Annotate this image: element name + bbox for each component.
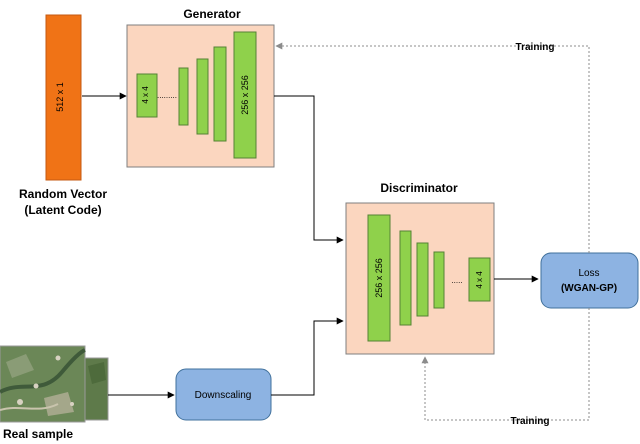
discriminator-title: Discriminator bbox=[380, 181, 458, 195]
discriminator-last-layer-label: 4 x 4 bbox=[475, 271, 484, 289]
latent-vector-caption-line1: Random Vector bbox=[19, 187, 107, 201]
loss-box bbox=[540, 252, 639, 309]
real-sample-caption: Real sample bbox=[3, 427, 73, 441]
generator-layers: 4 x 4 ......... 256 x 256 bbox=[136, 31, 257, 159]
training-label-bottom: Training bbox=[511, 416, 550, 427]
training-feedback-generator-arrow bbox=[275, 42, 590, 253]
latent-vector-bar: 512 x 1 bbox=[45, 14, 82, 181]
discriminator-layer bbox=[433, 251, 445, 309]
loss-method-label: (WGAN-GP) bbox=[561, 283, 617, 294]
latent-vector-size-label: 512 x 1 bbox=[55, 82, 65, 112]
downscaling-label: Downscaling bbox=[195, 390, 252, 401]
generator-title: Generator bbox=[183, 7, 241, 21]
generator-first-layer-label: 4 x 4 bbox=[141, 86, 150, 104]
generator-to-discriminator-arrow bbox=[274, 95, 344, 244]
generator-layer bbox=[196, 58, 209, 135]
discriminator-layer bbox=[416, 242, 429, 317]
discriminator-layers: 256 x 256 ..... 4 x 4 bbox=[367, 214, 491, 342]
discriminator-layer-4x4 bbox=[468, 257, 491, 302]
generator-last-layer-label: 256 x 256 bbox=[240, 75, 250, 115]
training-label-top: Training bbox=[516, 42, 555, 53]
loss-label: Loss bbox=[578, 268, 599, 279]
generator-layer bbox=[213, 46, 227, 142]
discriminator-first-layer-label: 256 x 256 bbox=[374, 258, 384, 298]
training-feedback-discriminator-arrow bbox=[421, 308, 590, 421]
discriminator-layer bbox=[399, 230, 412, 326]
generator-layer-256x256 bbox=[233, 31, 257, 159]
generator-layer-ellipsis: ......... bbox=[157, 91, 177, 100]
discriminator-layer-ellipsis: ..... bbox=[451, 276, 462, 285]
downscaling-to-discriminator-arrow bbox=[271, 317, 344, 396]
latent-vector-caption-line2: (Latent Code) bbox=[24, 203, 101, 217]
real-sample-image bbox=[0, 345, 109, 423]
discriminator-layer-256x256 bbox=[367, 214, 391, 342]
generator-layer bbox=[178, 67, 189, 126]
generator-layer-4x4 bbox=[136, 73, 158, 118]
